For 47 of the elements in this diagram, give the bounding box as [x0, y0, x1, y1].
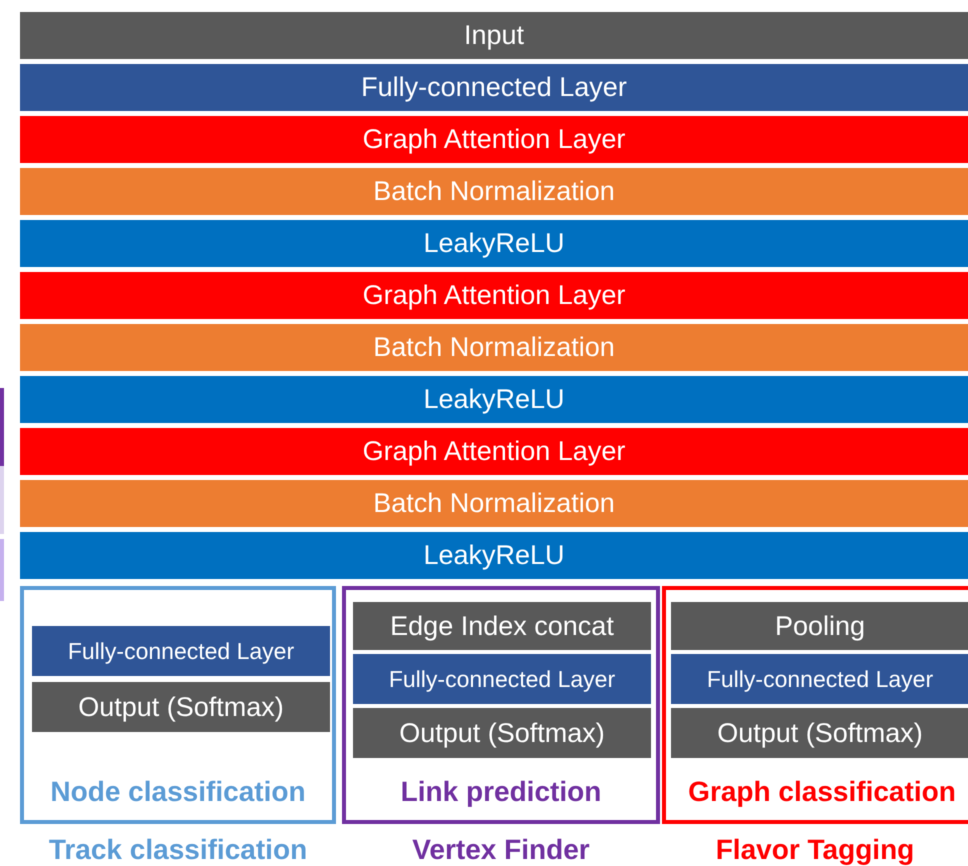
layer-box — [20, 12, 968, 59]
layer-box — [20, 376, 968, 423]
layer-label: LeakyReLU — [423, 384, 565, 415]
layer-label: Batch Normalization — [373, 332, 615, 363]
layer-box — [353, 602, 651, 650]
layer-box — [20, 64, 968, 111]
panel-heading: Link prediction — [400, 776, 602, 808]
layer-box — [671, 654, 968, 704]
layer-label: Output (Softmax) — [399, 718, 605, 748]
layer-box — [20, 532, 968, 579]
layer-label: Batch Normalization — [373, 488, 615, 519]
layer-box — [20, 168, 968, 215]
layer-label: Output (Softmax) — [717, 718, 923, 748]
layer-box — [20, 116, 968, 163]
layer-box — [353, 654, 651, 704]
layer-label: LeakyReLU — [423, 228, 565, 259]
layer-box — [20, 480, 968, 527]
layer-box — [671, 602, 968, 650]
layer-label: LeakyReLU — [423, 540, 565, 571]
task-panel — [342, 586, 660, 824]
layer-label: Batch Normalization — [373, 176, 615, 207]
task-label: Flavor Tagging — [714, 834, 916, 866]
layer-label: Graph Attention Layer — [362, 280, 626, 311]
layer-label: Pooling — [774, 610, 866, 642]
layer-box — [20, 324, 968, 371]
task-label: Vertex Finder — [411, 834, 591, 866]
layer-box — [32, 682, 330, 732]
layer-label: Fully-connected Layer — [68, 638, 294, 664]
layer-label: Input — [464, 20, 524, 51]
layer-label: Output (Softmax) — [78, 692, 284, 722]
layer-label: Edge Index concat — [390, 610, 614, 642]
layer-box — [671, 708, 968, 758]
layer-box — [353, 708, 651, 758]
layer-label: Fully-connected Layer — [361, 72, 627, 103]
layer-label: Fully-connected Layer — [388, 666, 616, 692]
layer-box — [20, 220, 968, 267]
layer-label: Graph Attention Layer — [362, 436, 626, 467]
layer-label: Fully-connected Layer — [706, 666, 934, 692]
layer-label: Graph Attention Layer — [362, 124, 626, 155]
layer-box — [20, 428, 968, 475]
task-label: Track classification — [48, 834, 308, 866]
task-panel — [20, 586, 336, 824]
panel-heading: Node classification — [49, 776, 307, 808]
layer-box — [20, 272, 968, 319]
layer-box — [32, 626, 330, 676]
panel-heading: Graph classification — [687, 776, 957, 808]
task-panel — [662, 586, 968, 824]
